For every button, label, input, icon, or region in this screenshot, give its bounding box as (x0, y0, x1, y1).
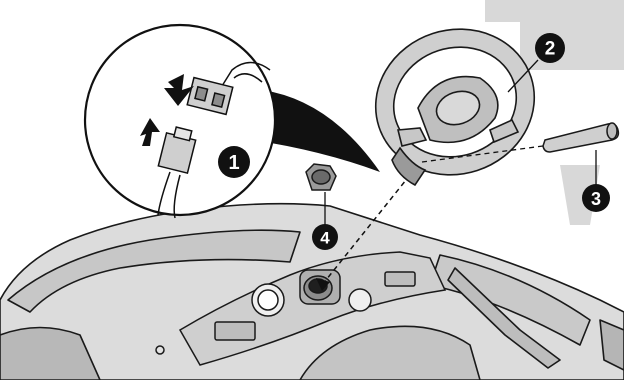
callout-badge-2-label: 2 (545, 39, 556, 60)
callout-badge-1-label: 1 (228, 152, 239, 174)
lock-nut (306, 164, 336, 190)
steering-shaft-handle (543, 123, 618, 152)
callout-badge-3-label: 3 (591, 189, 601, 209)
callout-badge-4: 4 (312, 224, 338, 250)
callout-badge-3: 3 (582, 184, 610, 212)
callout-badge-4-label: 4 (320, 229, 330, 248)
detail-zoom-circle (85, 25, 275, 218)
callout-badge-1: 1 (218, 146, 250, 178)
callout-badge-2: 2 (535, 33, 565, 63)
